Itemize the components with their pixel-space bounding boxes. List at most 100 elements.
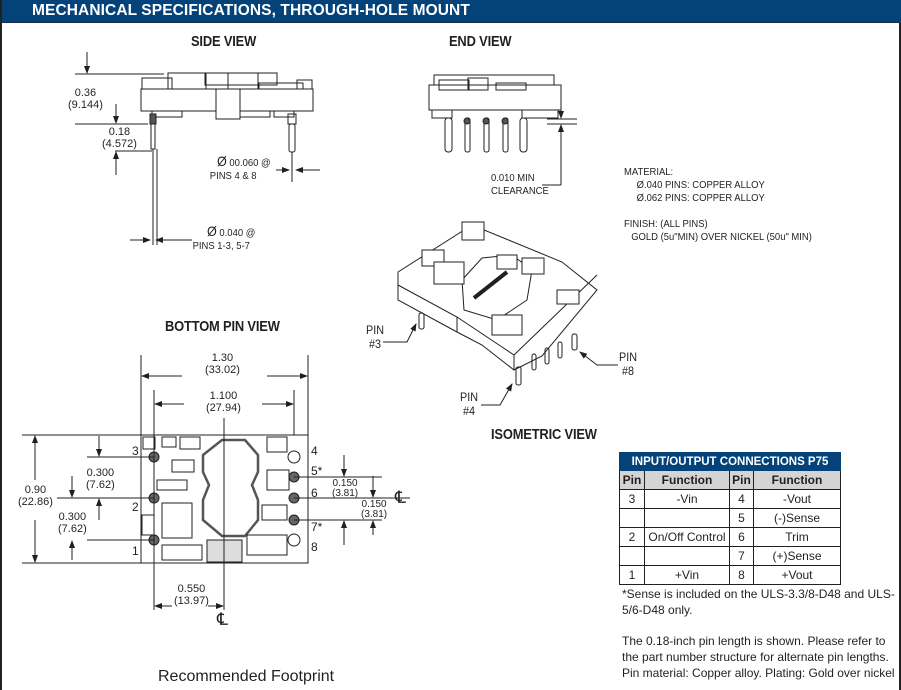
bpv-sense-pitch-b: 0.150 (3.81) bbox=[361, 500, 387, 520]
diameter-icon: Ø bbox=[207, 223, 217, 239]
dim-mm: (9.144) bbox=[68, 99, 103, 111]
clearance-text: CLEARANCE bbox=[491, 185, 549, 197]
cell bbox=[619, 508, 645, 528]
dim-mm: (3.81) bbox=[332, 488, 359, 499]
dim-inch: 0.300 bbox=[86, 467, 115, 479]
material-line-1: Ø.040 PINS: COPPER ALLOY bbox=[624, 179, 812, 192]
dim-inch: 0.90 bbox=[24, 484, 47, 496]
material-spec: MATERIAL: Ø.040 PINS: COPPER ALLOY Ø.062… bbox=[624, 166, 812, 244]
section-header: MECHANICAL SPECIFICATIONS, THROUGH-HOLE … bbox=[2, 0, 901, 23]
dim-inch: 0.18 bbox=[108, 126, 131, 138]
sense-note: *Sense is included on the ULS-3.3/8-D48 … bbox=[622, 587, 895, 617]
table-row: 1 +Vin 8 +Vout bbox=[619, 565, 841, 585]
cell: 6 bbox=[729, 527, 754, 547]
bottom-pin-view-drawing bbox=[22, 355, 410, 610]
pin-length-note: The 0.18-inch pin length is shown. Pleas… bbox=[622, 634, 889, 664]
dim-mm: (27.94) bbox=[206, 402, 241, 414]
pin-diameter-small-label: Ø 0.040 @ PINS 1-3, 5-7 bbox=[193, 223, 256, 253]
col-header: Function bbox=[753, 470, 841, 490]
dim-inch: 1.30 bbox=[211, 352, 234, 364]
finish-line: GOLD (5u"MIN) OVER NICKEL (50u" MIN) bbox=[631, 231, 812, 243]
cell: 1 bbox=[619, 565, 645, 585]
side-pin-length-dim: 0.18 (4.572) bbox=[102, 126, 137, 150]
diameter-icon: Ø bbox=[217, 153, 227, 169]
dim-inch: 0.300 bbox=[58, 511, 87, 523]
diameter-icon: Ø bbox=[636, 192, 644, 204]
cell: -Vout bbox=[753, 489, 841, 509]
finish-heading: FINISH: (ALL PINS) bbox=[624, 218, 708, 230]
dim-pins: PINS 1-3, 5-7 bbox=[192, 240, 250, 252]
bpv-center-offset-dim: 0.550 (13.97) bbox=[174, 583, 209, 607]
pin-label-6: 6 bbox=[311, 486, 318, 500]
bpv-sense-pitch-a: 0.150 (3.81) bbox=[332, 479, 358, 499]
cell: 5 bbox=[729, 508, 754, 528]
pin-label-3: 3 bbox=[132, 444, 139, 458]
cell: +Vout bbox=[753, 565, 841, 585]
material-line-2: Ø.062 PINS: COPPER ALLOY bbox=[624, 192, 812, 205]
cell bbox=[644, 546, 730, 566]
cell: 7 bbox=[729, 546, 754, 566]
bpv-pitch-upper-dim: 0.300 (7.62) bbox=[86, 467, 115, 491]
clearance-value: 0.010 MIN bbox=[491, 172, 535, 184]
pin-label-1: 1 bbox=[132, 544, 139, 558]
io-connections-table: INPUT/OUTPUT CONNECTIONS P75 Pin Functio… bbox=[619, 452, 841, 585]
diameter-icon: Ø bbox=[636, 179, 644, 191]
dim-inch: 0.550 bbox=[177, 583, 206, 595]
pin-label-4: 4 bbox=[311, 444, 318, 458]
material-heading: MATERIAL: bbox=[624, 166, 674, 178]
side-height-dim: 0.36 (9.144) bbox=[68, 87, 103, 111]
dim-mm: (13.97) bbox=[174, 595, 209, 607]
cell: Trim bbox=[753, 527, 841, 547]
bpv-height-dim: 0.90 (22.86) bbox=[18, 484, 53, 508]
col-header: Pin bbox=[619, 470, 645, 490]
dim-inch: 0.36 bbox=[74, 87, 97, 99]
bpv-pin-span-dim: 1.100 (27.94) bbox=[206, 390, 241, 414]
end-view-title: END VIEW bbox=[449, 33, 512, 50]
bottom-pin-view-title: BOTTOM PIN VIEW bbox=[165, 318, 280, 335]
table-row: 5 (-)Sense bbox=[619, 508, 841, 528]
isometric-view-title: ISOMETRIC VIEW bbox=[491, 426, 597, 443]
pin-label-5: 5* bbox=[311, 464, 323, 478]
centerline-icon: ℄ bbox=[217, 610, 228, 629]
cell: 8 bbox=[729, 565, 754, 585]
clearance-label: 0.010 MIN CLEARANCE bbox=[491, 172, 549, 198]
dim-mm: (33.02) bbox=[205, 364, 240, 376]
col-header: Pin bbox=[729, 470, 754, 490]
material-text: .040 PINS: COPPER ALLOY bbox=[643, 179, 765, 191]
pin-number: #4 bbox=[462, 404, 476, 418]
table-row: 7 (+)Sense bbox=[619, 546, 841, 566]
table-row: 2 On/Off Control 6 Trim bbox=[619, 527, 841, 547]
pin-number: #3 bbox=[368, 337, 382, 351]
cell: On/Off Control bbox=[644, 527, 730, 547]
col-header: Function bbox=[644, 470, 730, 490]
cell: (+)Sense bbox=[753, 546, 841, 566]
dim-mm: (3.81) bbox=[361, 509, 388, 520]
cell: 2 bbox=[619, 527, 645, 547]
table-caption: INPUT/OUTPUT CONNECTIONS P75 bbox=[619, 452, 841, 471]
centerline-icon: ℄ bbox=[395, 488, 406, 507]
pin-diameter-large-label: Ø 00.060 @ PINS 4 & 8 bbox=[210, 153, 271, 183]
pin-text: PIN bbox=[619, 350, 638, 364]
dim-mm: (4.572) bbox=[102, 138, 137, 150]
iso-pin-3-label: PIN #3 bbox=[366, 323, 384, 351]
cell bbox=[619, 546, 645, 566]
dim-inch: 1.100 bbox=[209, 390, 238, 402]
dim-value: 00.060 @ bbox=[229, 157, 271, 169]
end-view-drawing bbox=[428, 74, 577, 186]
pin-number: #8 bbox=[621, 364, 635, 378]
recommended-footprint-title: Recommended Footprint bbox=[158, 668, 335, 685]
isometric-view-drawing bbox=[383, 221, 618, 406]
cell: 3 bbox=[619, 489, 645, 509]
cell: -Vin bbox=[644, 489, 730, 509]
cell: 4 bbox=[729, 489, 754, 509]
table-row: 3 -Vin 4 -Vout bbox=[619, 489, 841, 509]
bpv-pitch-lower-dim: 0.300 (7.62) bbox=[58, 511, 87, 535]
pin-text: PIN bbox=[460, 390, 479, 404]
cell: (-)Sense bbox=[753, 508, 841, 528]
side-view-drawing bbox=[75, 52, 320, 245]
dim-inch: 0.150 bbox=[361, 499, 387, 510]
dim-mm: (22.86) bbox=[18, 496, 53, 508]
cell bbox=[644, 508, 730, 528]
